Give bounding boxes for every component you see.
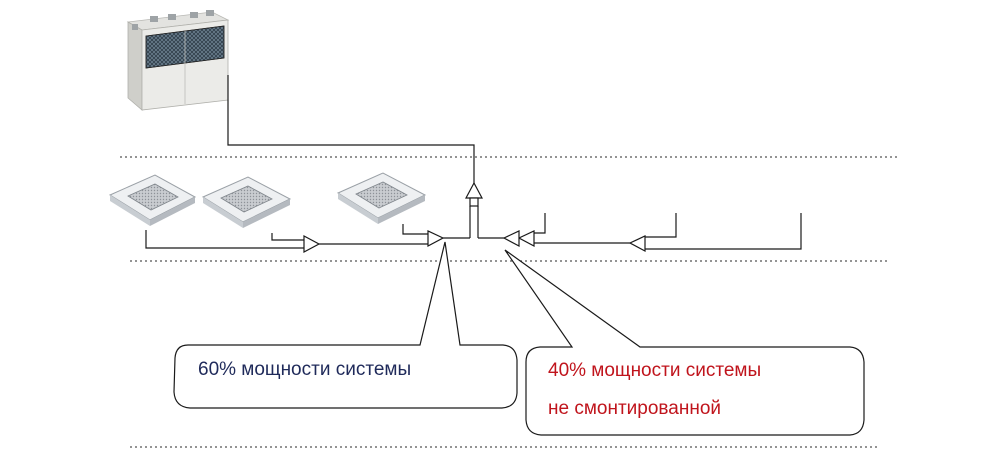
arrow-right-icon	[303, 235, 321, 253]
callout-uninstalled-line2: не смонтированной	[548, 398, 721, 419]
callout-uninstalled-capacity: 40% мощности системы не смонтированной	[504, 249, 865, 436]
arrow-left-icon	[502, 230, 520, 247]
vrf-outdoor-unit-icon	[126, 10, 230, 111]
callout-installed-capacity: 60% мощности системы	[173, 241, 518, 409]
left-branch-pipe	[145, 230, 304, 249]
arrow-left-icon	[517, 230, 535, 247]
main-pipe	[227, 75, 475, 205]
ceiling-cassette-unit-icon	[336, 172, 427, 224]
callout-uninstalled-line1: 40% мощности системы	[548, 360, 761, 381]
arrow-left-icon	[628, 235, 646, 252]
ceiling-cassette-unit-icon	[201, 176, 292, 228]
callout-installed-text: 60% мощности системы	[198, 359, 411, 380]
arrow-right-icon	[427, 230, 445, 247]
ceiling-cassette-unit-icon	[108, 174, 197, 226]
arrow-up-icon	[465, 181, 483, 207]
